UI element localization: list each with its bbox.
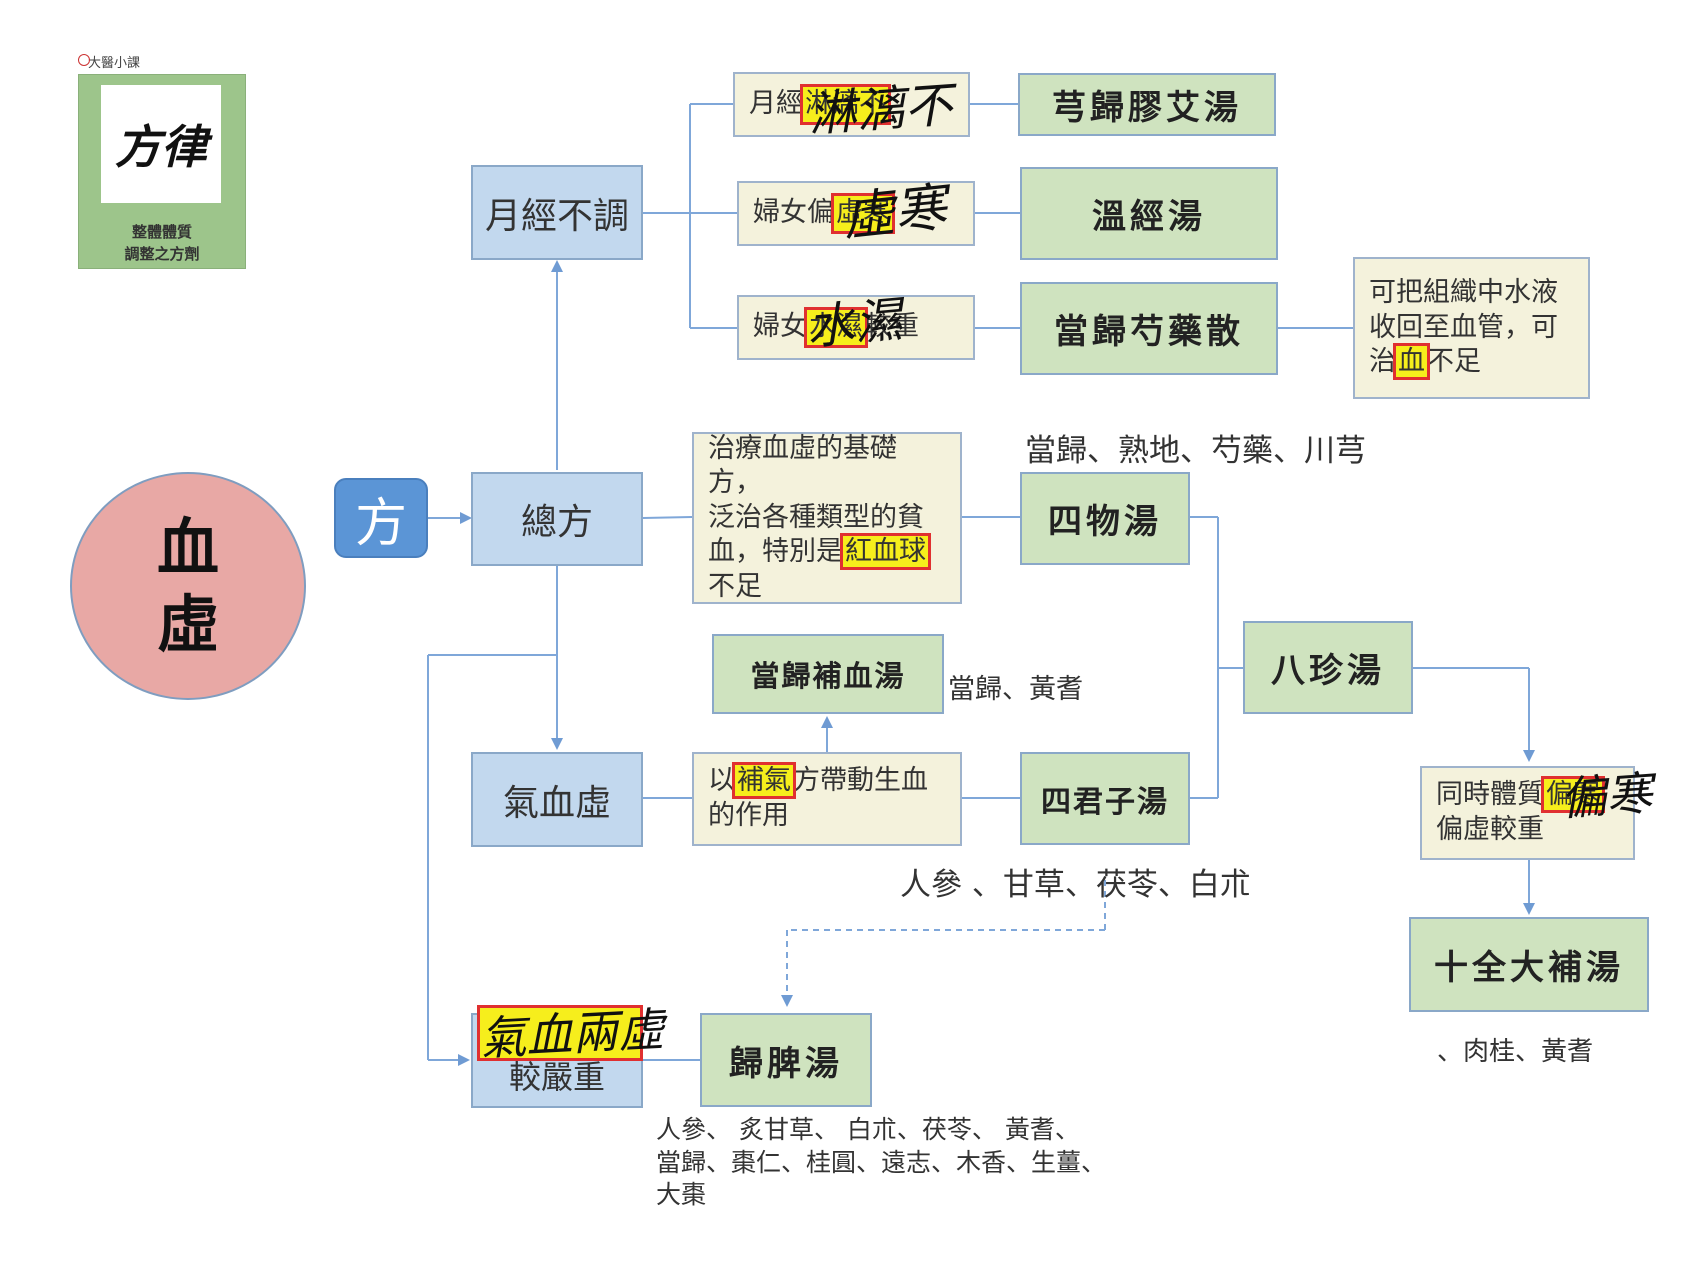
circle-line-2: 虛 <box>156 588 219 661</box>
herbs-si-jun-zi: 人參 、甘草、茯苓、白朮 <box>900 867 1251 903</box>
description-ba-zhen: 同時體質偏寒 偏虛較重 <box>1420 766 1635 860</box>
herbs-gui-pi: 人參、 炙甘草、 白朮、茯苓、 黃耆、 當歸、棗仁、桂圓、遠志、木香、生薑、 大… <box>656 1114 1106 1212</box>
condition-menstrual-dribbling: 月經 淋漓不 <box>733 72 970 137</box>
herbs-shi-quan: 、肉桂、黃耆 <box>1437 1037 1594 1067</box>
node-qi-blood-deficiency: 氣血虛 <box>471 752 643 847</box>
logo: 大醫小課 方律 整體體質 調整之方劑 <box>78 52 248 269</box>
logo-panel: 方律 整體體質 調整之方劑 <box>78 74 246 269</box>
formula-dang-gui-shao-yao: 當歸芍藥散 <box>1020 282 1278 375</box>
condition-3-suffix: 較重 <box>865 311 919 343</box>
siwu-line-4: 不足 <box>708 570 762 602</box>
water-line-2: 收回至血管，可 <box>1369 311 1558 343</box>
condition-2-highlight: 虛寒 <box>831 193 895 234</box>
buxue-line-1-highlight: 補氣 <box>732 762 796 800</box>
bazhen-line-1: 同時體質偏寒 <box>1436 776 1605 814</box>
description-bu-xue: 以補氣方帶動生血 的作用 <box>692 752 962 846</box>
logo-brand: 大醫小課 <box>88 56 141 71</box>
formula-xiong-gui-jiao-ai: 芎歸膠艾湯 <box>1018 73 1276 136</box>
formula-wen-jing: 溫經湯 <box>1020 167 1278 260</box>
water-line-3-suffix: 不足 <box>1427 346 1481 378</box>
buxue-line-1-suffix: 方帶動生血 <box>793 765 928 797</box>
buxue-line-1: 以補氣方帶動生血 <box>708 762 928 800</box>
water-line-3: 治血不足 <box>1369 343 1481 381</box>
condition-3-highlight: 水濕 <box>804 307 868 348</box>
bazhen-line-2: 偏虛較重 <box>1436 814 1544 845</box>
siwu-line-3-highlight: 紅血球 <box>840 533 931 571</box>
water-line-3-prefix: 治 <box>1369 346 1396 378</box>
siwu-line-2: 泛治各種類型的貧 <box>708 501 924 533</box>
node-menstrual: 月經不調 <box>471 165 643 260</box>
condition-women-damp: 婦女 水濕 較重 <box>737 295 975 360</box>
herbs-si-wu: 當歸、熟地、芍藥、川芎 <box>1025 433 1366 469</box>
bazhen-line-1-prefix: 同時體質 <box>1436 779 1544 811</box>
formula-ba-zhen: 八珍湯 <box>1243 621 1413 714</box>
formula-si-jun-zi: 四君子湯 <box>1020 752 1190 845</box>
circle-line-1: 血 <box>156 510 219 584</box>
fang-tag: 方 <box>334 478 428 558</box>
siwu-line-3-prefix: 血，特別是 <box>708 536 843 568</box>
herbs-gui-pi-line-3: 大棗 <box>656 1180 707 1209</box>
formula-shi-quan-da-bu: 十全大補湯 <box>1409 917 1649 1012</box>
water-line-3-highlight: 血 <box>1393 343 1430 381</box>
siwu-line-3: 血，特別是紅血球 <box>708 533 931 571</box>
node-general-formula: 總方 <box>471 472 643 566</box>
blood-deficiency-circle: 血 虛 <box>70 472 306 700</box>
bazhen-line-1-highlight: 偏寒 <box>1541 776 1605 814</box>
condition-women-cold: 婦女偏 虛寒 <box>737 181 975 246</box>
description-water-return: 可把組織中水液 收回至血管，可 治血不足 <box>1353 257 1590 399</box>
logo-seal-icon <box>78 54 90 66</box>
condition-2-prefix: 婦女偏 <box>753 197 834 229</box>
buxue-line-1-prefix: 以 <box>708 765 735 797</box>
herbs-gui-pi-line-1: 人參、 炙甘草、 白朮、茯苓、 黃耆、 <box>656 1115 1080 1144</box>
logo-caption-2: 調整之方劑 <box>124 245 200 263</box>
formula-dang-gui-bu-xue: 當歸補血湯 <box>712 634 944 714</box>
herbs-bu-xue: 當歸、黃耆 <box>948 674 1083 705</box>
formula-gui-pi: 歸脾湯 <box>700 1013 872 1107</box>
logo-emblem: 方律 <box>101 85 221 203</box>
siwu-line-1: 治療血虛的基礎方， <box>708 432 897 499</box>
condition-1-prefix: 月經 <box>749 88 803 120</box>
node-severe-label: 較嚴重 <box>508 1058 605 1096</box>
logo-caption-1: 整體體質 <box>131 223 192 241</box>
buxue-line-2: 的作用 <box>708 800 789 831</box>
herbs-gui-pi-line-2: 當歸、棗仁、桂圓、遠志、木香、生薑、 <box>656 1147 1107 1177</box>
node-severe: 較嚴重 <box>471 1013 643 1108</box>
description-si-wu: 治療血虛的基礎方， 泛治各種類型的貧 血，特別是紅血球 不足 <box>692 432 962 604</box>
water-line-1: 可把組織中水液 <box>1369 277 1558 309</box>
formula-si-wu: 四物湯 <box>1020 472 1190 565</box>
condition-1-highlight: 淋漓不 <box>800 84 891 125</box>
condition-3-prefix: 婦女 <box>753 311 807 343</box>
